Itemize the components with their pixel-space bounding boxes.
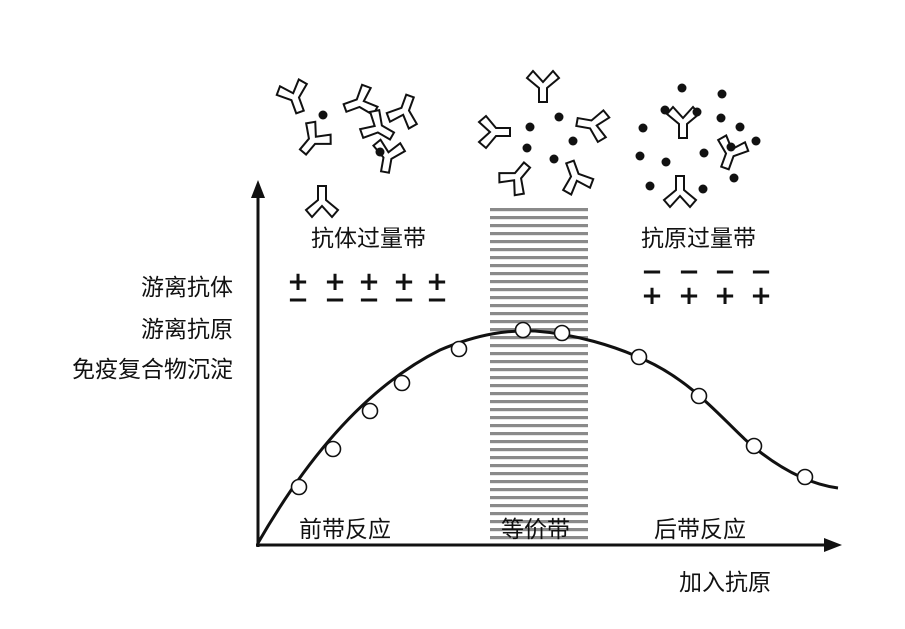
antigen-dot-icon [660,105,670,115]
lattice-illustration [478,70,612,201]
y-shaped-antibody-icon [273,76,317,119]
antigen-dot-icon [568,136,578,146]
antigen-dot-icon [726,142,736,152]
antigen-dot-icon [549,154,559,164]
zone-label-antibody-excess: 抗体过量带 [311,226,426,252]
antigen-dot-icon [645,181,655,191]
sign-plus: + [426,267,448,297]
x-axis-arrow-icon [824,538,842,552]
antigen-dot-icon [751,136,761,146]
sign-minus: − [714,257,736,287]
antigen-dot-icon [318,110,328,120]
sign-plus: + [714,281,736,311]
zone-label-postzone: 后带反应 [654,517,746,543]
curve-point [450,340,468,358]
sign-minus: − [750,257,772,287]
sign-minus: − [393,285,415,315]
legend-free-antigen: 游离抗原 [141,317,233,343]
antigen-dot-icon [525,122,535,132]
y-shaped-antibody-icon [383,89,427,132]
sign-plus: + [641,281,663,311]
precipitation-curve [256,329,839,544]
sign-minus: − [426,285,448,315]
antigen-dot-icon [554,112,564,122]
antigen-dot-icon [677,83,687,93]
antigen-dot-icon [692,107,702,117]
curve-point [361,402,379,420]
sign-plus: + [324,267,346,297]
curve-point [630,348,648,366]
curve-points [290,321,814,496]
antigen-dot-icon [635,151,645,161]
sign-plus: + [750,281,772,311]
y-shaped-antibody-icon [573,105,612,145]
sign-plus: + [393,267,415,297]
y-shaped-antibody-icon [553,155,597,198]
sign-minus: − [287,285,309,315]
antigen-dot-icon [735,122,745,132]
equivalence-band [490,205,588,543]
antigen-dot-icon [661,157,671,167]
sign-plus: + [287,267,309,297]
curve-point [290,478,308,496]
curve-point [324,440,342,458]
y-axis-arrow-icon [251,180,265,198]
antigen-dot-icon [729,173,739,183]
curve-point [796,468,814,486]
antigen-dot-icon [698,184,708,194]
sign-minus: − [641,257,663,287]
axes [251,180,842,552]
sign-minus: − [358,285,380,315]
antigen-dot-icon [716,113,726,123]
legend-precipitate: 免疫复合物沉淀 [72,357,233,383]
curve-point [514,321,532,339]
antigen-dot-icon [699,148,709,158]
antigen-excess-illustration [635,83,761,208]
signs-antigen-excess: − − − − + + + + [641,257,772,311]
legend-free-antibody: 游离抗体 [141,275,233,301]
curve-point [393,374,411,392]
y-shaped-antibody-icon [368,137,408,176]
curve-point [745,437,763,455]
zone-label-prozone: 前带反应 [299,517,391,543]
zone-label-equivalence: 等价带 [501,517,570,543]
curve-point [553,324,571,342]
y-shaped-antibody-icon [526,70,560,103]
x-axis-label: 加入抗原 [679,570,771,596]
y-shaped-antibody-icon [305,185,339,218]
antigen-dot-icon [522,143,532,153]
sign-plus: + [678,281,700,311]
y-shaped-antibody-icon [493,153,541,201]
antigen-dot-icon [717,89,727,99]
curve-point [690,387,708,405]
antibody-excess-illustration [273,76,427,218]
sign-minus: − [324,285,346,315]
sign-plus: + [358,267,380,297]
signs-antibody-excess: + + + + + − − − − − [287,267,448,315]
y-shaped-antibody-icon [289,116,337,164]
sign-minus: − [678,257,700,287]
y-shaped-antibody-icon [478,115,511,149]
antigen-dot-icon [638,123,648,133]
antigen-dot-icon [375,147,385,157]
zone-label-antigen-excess: 抗原过量带 [641,226,756,252]
y-shaped-antibody-icon [663,175,697,208]
y-shaped-antibody-icon [708,132,752,175]
